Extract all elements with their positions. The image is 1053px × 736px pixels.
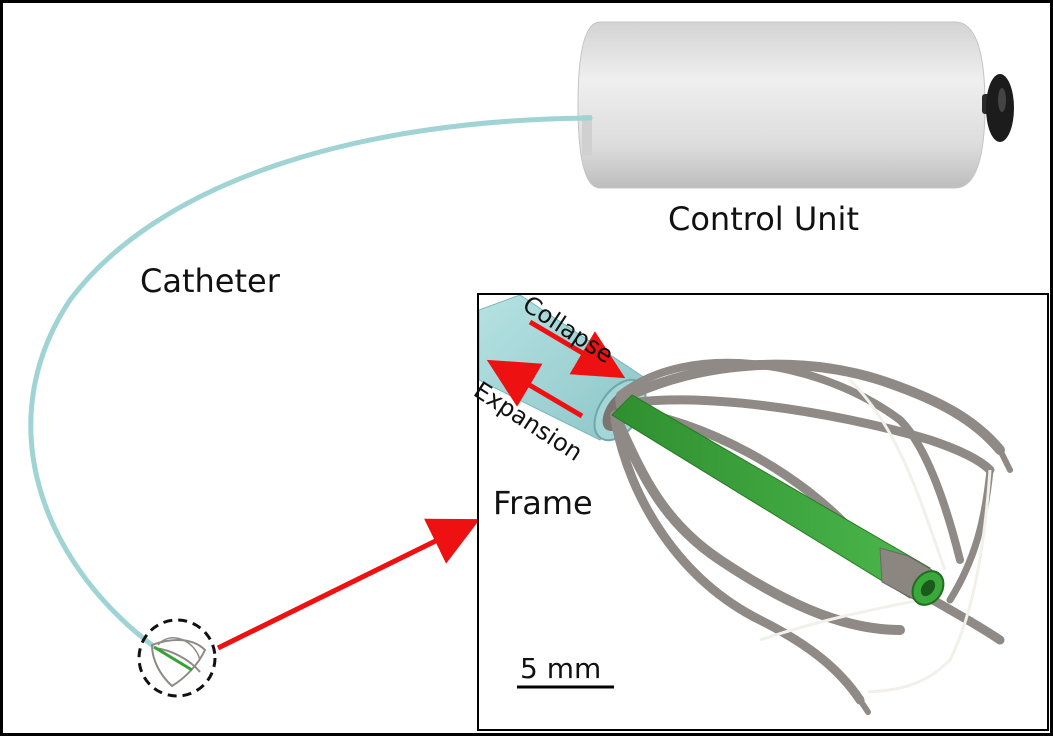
- scale-bar-label: 5 mm: [520, 652, 602, 685]
- control-knob-icon: [982, 74, 1014, 142]
- inset-inner-rod: [611, 394, 945, 606]
- expansion-arrow: [486, 359, 584, 419]
- catheter-tube: [28, 115, 593, 648]
- frame-thumbnail: [137, 618, 217, 698]
- zoom-arrow: [216, 518, 480, 651]
- inset-guide-wires: [759, 378, 992, 694]
- control-unit: [577, 21, 986, 189]
- frame-label: Frame: [493, 484, 593, 522]
- control-unit-label: Control Unit: [668, 200, 859, 238]
- collapse-arrow: [528, 319, 626, 379]
- catheter-label: Catheter: [140, 262, 280, 300]
